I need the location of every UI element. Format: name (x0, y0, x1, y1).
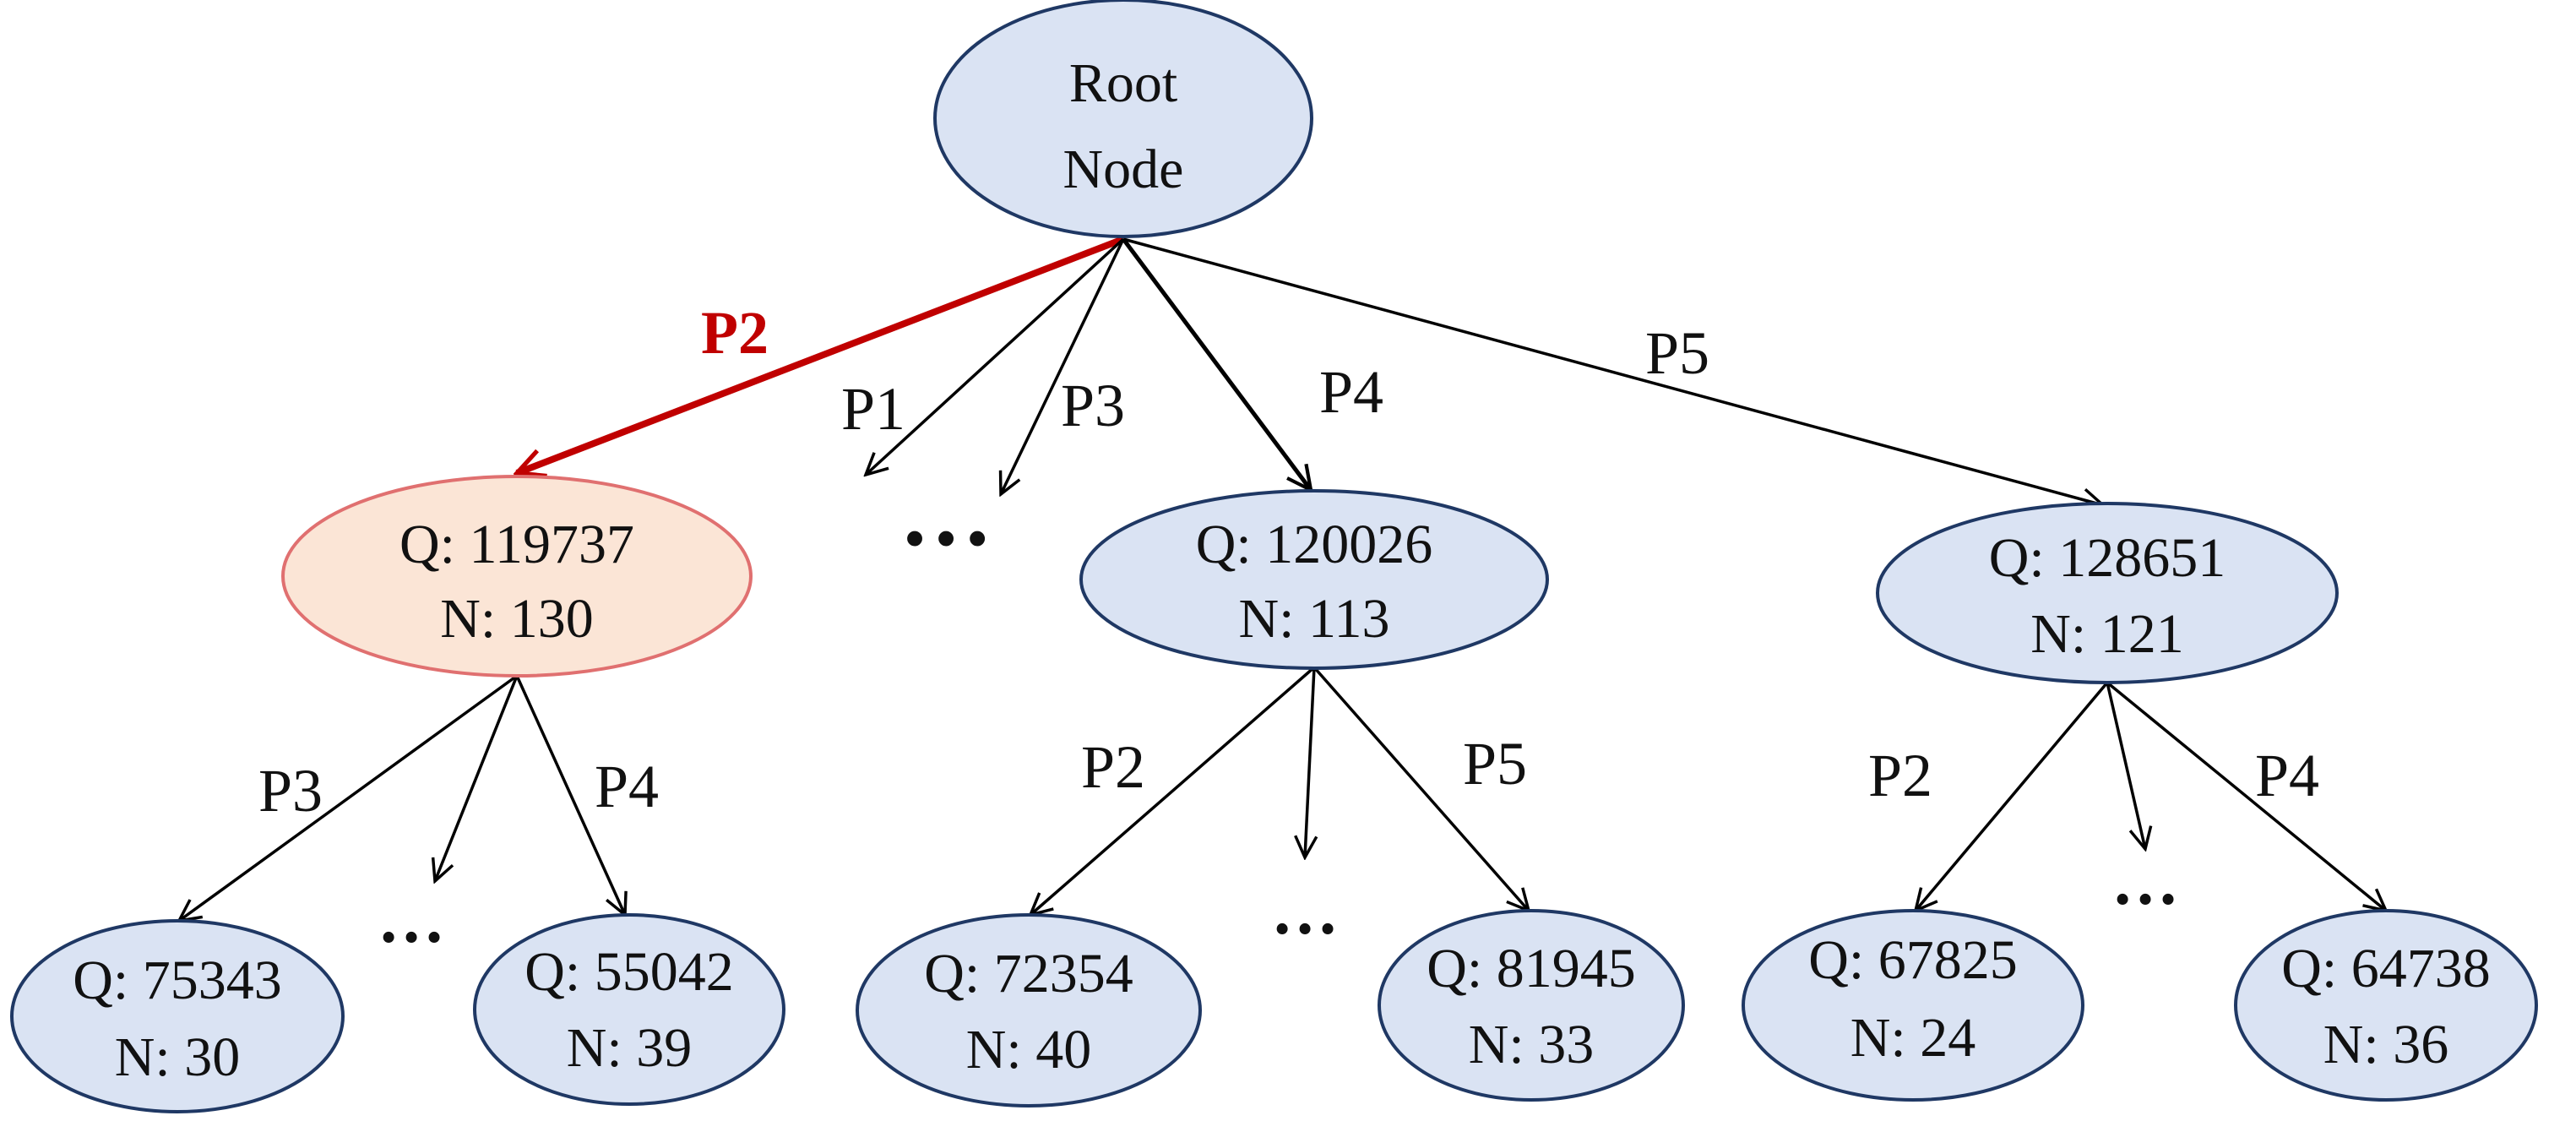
node-p4-p2: Q: 72354 N: 40 (856, 913, 1202, 1108)
edge-p2-p3 (179, 674, 519, 921)
edge-root-p3 (1001, 238, 1125, 494)
node-n-value: N: 39 (567, 1017, 693, 1079)
ellipsis-p4: … (1271, 874, 1339, 949)
node-q-value: Q: 75343 (73, 950, 282, 1011)
node-q-value: Q: 120026 (1196, 514, 1433, 575)
node-n-value: N: 121 (2030, 603, 2184, 665)
edge-label-p5-p4: P4 (2255, 742, 2319, 809)
edge-label-root-p5: P5 (1645, 319, 1709, 387)
node-p5-p2: Q: 67825 N: 24 (1742, 909, 2084, 1102)
node-q-value: Q: 119737 (399, 514, 634, 575)
node-n-value: N: 33 (1469, 1014, 1595, 1075)
edge-p2-more (435, 675, 519, 881)
node-p2-p3: Q: 75343 N: 30 (10, 919, 345, 1113)
edge-p2-p4 (515, 675, 625, 915)
ellipsis-root: … (899, 462, 992, 565)
edge-p5-p4 (2106, 681, 2386, 911)
root-node-label-line2: Node (1063, 139, 1184, 200)
edge-label-root-p1: P1 (841, 375, 905, 443)
node-q-value: Q: 67825 (1808, 929, 2018, 991)
node-p4-p5: Q: 81945 N: 33 (1378, 909, 1685, 1102)
node-p5-p4: Q: 64738 N: 36 (2234, 909, 2538, 1102)
node-n-value: N: 40 (966, 1019, 1092, 1080)
node-q-value: Q: 55042 (524, 941, 734, 1003)
edge-label-p4-p5: P5 (1463, 730, 1527, 797)
edge-label-p2-p3: P3 (258, 757, 323, 825)
node-n-value: N: 130 (440, 588, 594, 650)
ellipsis-p5: … (2111, 845, 2179, 919)
edge-p4-more (1305, 667, 1314, 857)
edge-root-p4 (1121, 237, 1311, 490)
edge-label-p4-p2: P2 (1081, 733, 1145, 801)
edge-label-p5-p2: P2 (1868, 742, 1932, 809)
node-q-value: Q: 81945 (1427, 938, 1636, 999)
node-p2-p4: Q: 55042 N: 39 (473, 913, 785, 1106)
edge-label-root-p4: P4 (1319, 358, 1383, 426)
edge-root-p2 (517, 236, 1125, 473)
node-p4: Q: 120026 N: 113 (1079, 489, 1549, 670)
node-n-value: N: 113 (1238, 588, 1389, 650)
edge-label-root-p2: P2 (701, 299, 769, 367)
edge-label-p2-p4: P4 (595, 753, 659, 820)
ellipsis-p2: … (378, 883, 445, 957)
edge-root-p1 (866, 237, 1125, 475)
root-node: Root Node (933, 0, 1313, 238)
edge-p5-p2 (1916, 681, 2109, 911)
node-q-value: Q: 64738 (2281, 938, 2491, 999)
node-q-value: Q: 72354 (924, 943, 1133, 1004)
edge-p4-p5 (1312, 666, 1529, 911)
node-p2-selected: Q: 119737 N: 130 (281, 475, 753, 678)
node-p5: Q: 128651 N: 121 (1876, 502, 2339, 684)
node-q-value: Q: 128651 (1989, 527, 2226, 589)
edge-p5-more (2106, 682, 2145, 849)
node-n-value: N: 36 (2323, 1014, 2449, 1075)
edge-label-root-p3: P3 (1061, 372, 1125, 439)
node-n-value: N: 24 (1850, 1007, 1976, 1069)
node-n-value: N: 30 (115, 1026, 241, 1088)
edge-p4-p2 (1030, 666, 1316, 915)
root-node-label-line1: Root (1069, 52, 1177, 114)
edge-root-p5 (1122, 237, 2103, 505)
